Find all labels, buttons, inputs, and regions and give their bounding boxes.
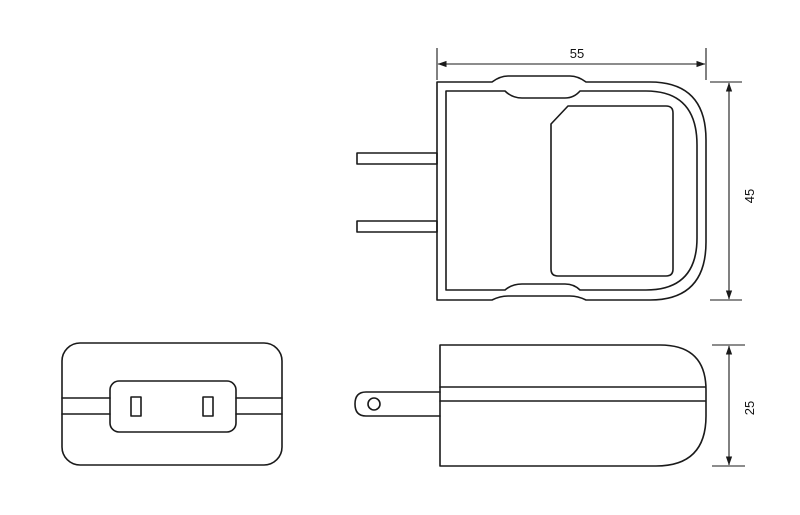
front-view-prong-slot-right: [202, 396, 214, 417]
width-label: 55: [570, 46, 584, 61]
top-view-outer-body: [436, 75, 707, 301]
dimension-height: 45: [710, 81, 757, 301]
depth-label: 25: [742, 401, 757, 415]
side-view-prong-hole: [367, 397, 381, 411]
top-view-inner-body: [445, 90, 698, 291]
top-view: [356, 75, 707, 301]
top-view-label-window: [550, 105, 674, 277]
front-view-plug-face: [109, 380, 237, 433]
front-view: [61, 342, 283, 466]
dimension-width: 55: [436, 46, 707, 80]
top-view-prong-lower: [356, 220, 438, 233]
top-view-prong-upper: [356, 152, 438, 165]
side-view: [354, 344, 707, 467]
side-view-body: [439, 344, 707, 467]
height-label: 45: [742, 189, 757, 203]
front-view-prong-slot-left: [130, 396, 142, 417]
side-view-prong: [354, 391, 441, 417]
dimension-depth: 25: [712, 344, 757, 467]
front-view-body: [61, 342, 283, 466]
